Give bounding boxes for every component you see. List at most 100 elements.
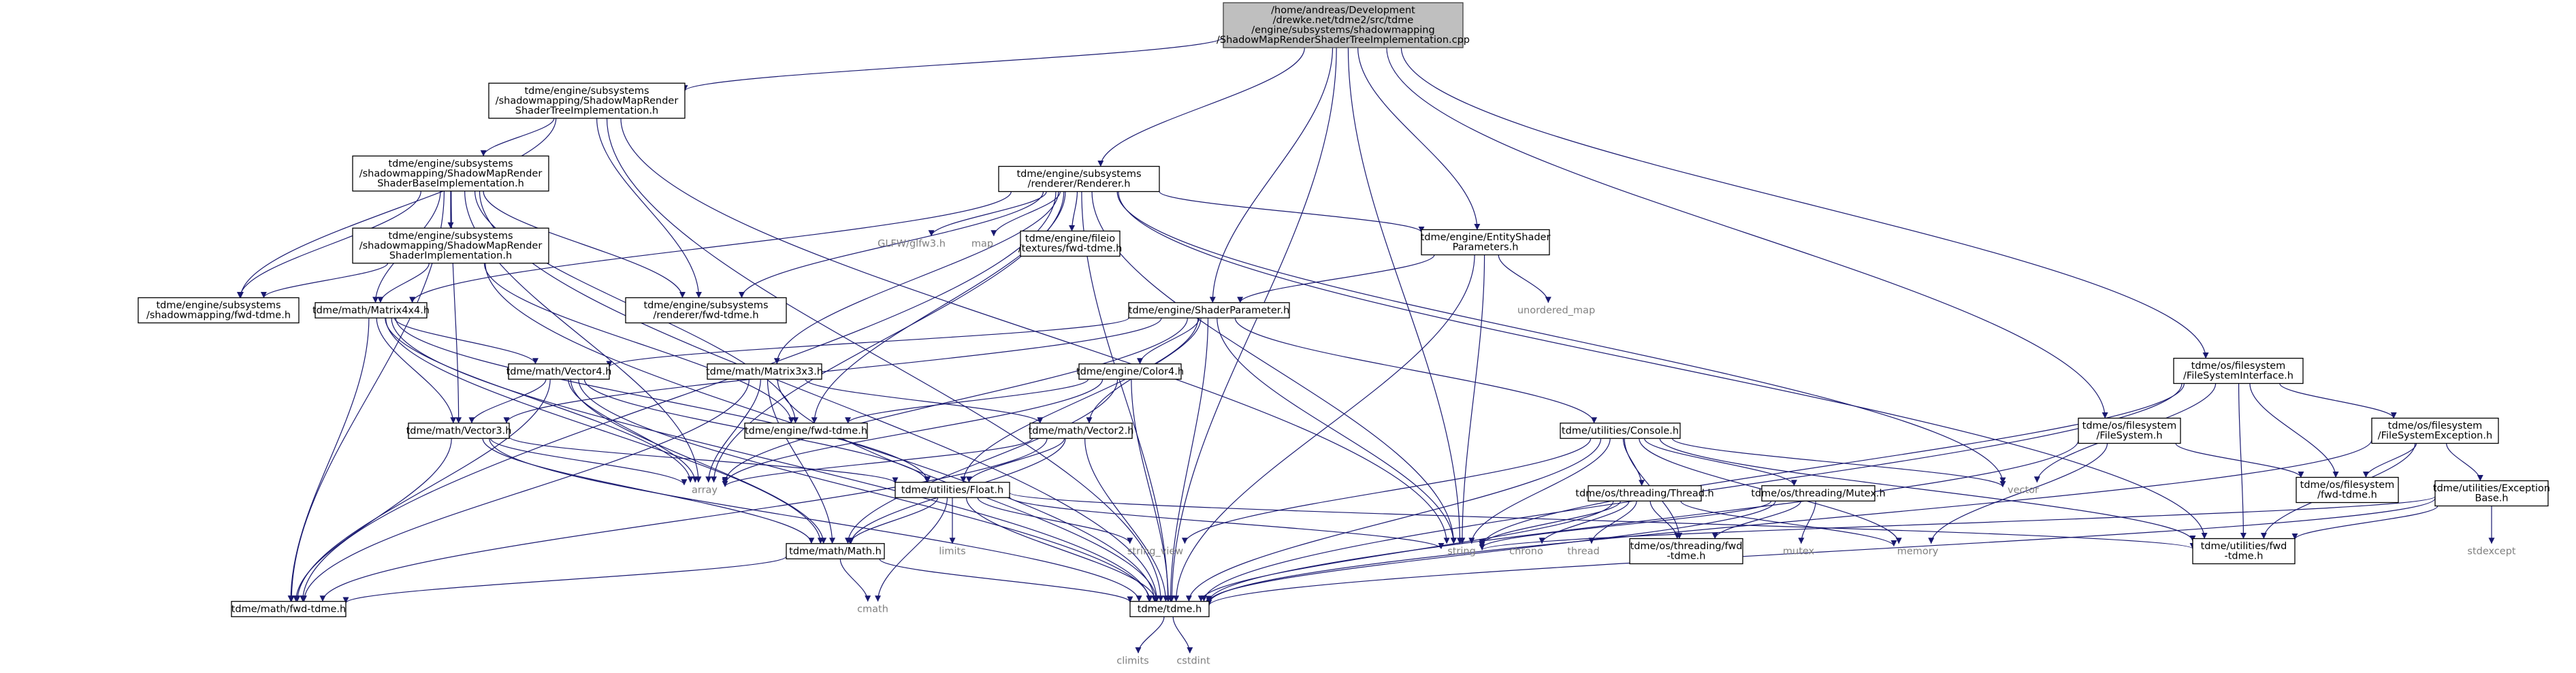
node-label-line: -tdme.h — [2225, 551, 2264, 562]
node-label-line: /engine/subsystems/shadowmapping — [1251, 25, 1434, 36]
node-label-line: /shadowmapping/ShadowMapRender — [359, 240, 543, 251]
edge-float-h-to-tdme-h — [965, 497, 1159, 602]
edge-smrsbi-h-to-renderer-fwd — [483, 191, 686, 298]
header-file-node-fs-fwd[interactable]: tdme/os/filesystem/fwd-tdme.h — [2296, 476, 2399, 504]
system-header-node-string-view: string_view — [1127, 546, 1183, 557]
header-file-node-m44-h[interactable]: tdme/math/Matrix4x4.h — [312, 302, 430, 318]
header-file-node-tdme-h[interactable]: tdme/tdme.h — [1129, 601, 1210, 617]
node-box — [1128, 302, 1290, 318]
header-file-node-v2-h[interactable]: tdme/math/Vector2.h — [1029, 423, 1134, 439]
header-file-node-fileio-fwd[interactable]: tdme/engine/fileio/textures/fwd-tdme.h — [1018, 230, 1123, 257]
edge-m44-h-to-math-fwd — [287, 318, 370, 602]
edge-m44-h-to-v4-h — [393, 318, 538, 365]
system-header-node-array: array — [692, 485, 718, 495]
header-file-node-color4-h[interactable]: tdme/engine/Color4.h — [1076, 363, 1184, 380]
edge-smrsi-h-to-sm-fwd — [260, 263, 389, 298]
header-file-node-engine-fwd[interactable]: tdme/engine/fwd-tdme.h — [744, 423, 868, 439]
edge-m44-h-to-tdme-h — [391, 318, 1153, 602]
edge-m44-h-to-float-h — [395, 318, 931, 483]
node-label-line: tdme/engine/EntityShader — [1421, 232, 1551, 243]
edge-renderer-h-to-util-fwd — [1118, 191, 2208, 539]
header-file-node-threading-fwd[interactable]: tdme/os/threading/fwd-tdme.h — [1629, 538, 1743, 565]
edge-color4-h-to-engine-fwd — [845, 378, 1089, 424]
node-label-line: tdme/engine/subsystems — [524, 86, 649, 97]
node-label-line: /fwd-tdme.h — [2317, 490, 2377, 501]
node-label-line: limits — [939, 546, 965, 557]
node-label-line: tdme/engine/subsystems — [388, 231, 513, 242]
edge-v3-h-to-tdme-h — [489, 438, 1142, 602]
node-label-line: tdme/os/filesystem — [2082, 421, 2177, 431]
node-label-line: tdme/math/Matrix4x4.h — [312, 305, 430, 316]
edge-fs-h-to-tdme-h — [1206, 440, 2079, 602]
header-file-node-fse-h[interactable]: tdme/os/filesystem/FileSystemException.h — [2371, 417, 2499, 444]
edge-smrsti-h-to-smrsbi-h — [480, 118, 555, 157]
node-label-line: tdme/utilities/Float.h — [901, 485, 1003, 495]
edge-renderer-h-to-esp-h — [1159, 191, 1425, 233]
edge-root-to-tdme-h — [1168, 47, 1337, 602]
header-file-node-smrsi-h[interactable]: tdme/engine/subsystems/shadowmapping/Sha… — [352, 227, 549, 264]
header-file-node-sm-fwd[interactable]: tdme/engine/subsystems/shadowmapping/fwd… — [138, 297, 300, 324]
edge-sp-h-to-v4-h — [606, 317, 1129, 367]
header-file-node-renderer-h[interactable]: tdme/engine/subsystems/renderer/Renderer… — [998, 165, 1160, 193]
header-file-node-v4-h[interactable]: tdme/math/Vector4.h — [506, 363, 612, 380]
node-label-line: /shadowmapping/ShadowMapRender — [359, 168, 543, 179]
root-file-node[interactable]: /home/andreas/Development/drewke.net/tdm… — [1217, 2, 1470, 48]
system-header-node-cstdint: cstdint — [1176, 655, 1210, 666]
header-file-node-sp-h[interactable]: tdme/engine/ShaderParameter.h — [1128, 302, 1290, 318]
edge-esp-h-to-string — [1459, 255, 1485, 544]
edge-tdme-h-to-climits — [1135, 617, 1165, 654]
edge-sp-h-to-console-h — [1234, 318, 1598, 424]
edge-thread-h-to-memory — [1680, 500, 1897, 547]
header-file-node-smrsti-h[interactable]: tdme/engine/subsystems/shadowmapping/Sha… — [488, 82, 686, 119]
edge-m44-h-to-math-h — [385, 318, 824, 544]
edge-mutex-h-to-mutex — [1798, 501, 1816, 544]
node-box — [408, 423, 510, 439]
edge-renderer-h-to-math-fwd — [300, 191, 1057, 602]
edge-renderer-h-to-m44-h — [409, 191, 1012, 303]
header-file-node-thread-h[interactable]: tdme/os/threading/Thread.h — [1575, 485, 1714, 502]
node-label-line: chrono — [1509, 546, 1543, 557]
header-file-node-smrsbi-h[interactable]: tdme/engine/subsystems/shadowmapping/Sha… — [352, 155, 549, 192]
header-file-node-fsi-h[interactable]: tdme/os/filesystem/FileSystemInterface.h — [2173, 357, 2304, 384]
header-file-node-fs-h[interactable]: tdme/os/filesystem/FileSystem.h — [2078, 417, 2181, 444]
edge-float-h-to-math-h — [847, 497, 939, 544]
header-file-node-renderer-fwd[interactable]: tdme/engine/subsystems/renderer/fwd-tdme… — [625, 297, 787, 324]
header-file-node-v3-h[interactable]: tdme/math/Vector3.h — [406, 423, 512, 439]
node-label-line: tdme/engine/subsystems — [388, 159, 513, 169]
edge-smrsbi-h-to-sm-fwd — [236, 191, 421, 298]
edge-exb-h-to-util-fwd — [2291, 506, 2438, 540]
header-file-node-math-h[interactable]: tdme/math/Math.h — [786, 543, 885, 559]
node-box — [1078, 363, 1182, 380]
node-label-line: ShaderBaseImplementation.h — [377, 178, 524, 189]
edge-console-h-to-string-view — [1182, 438, 1592, 544]
node-box — [895, 482, 1010, 498]
node-label-line: tdme/math/Matrix3x3.h — [706, 366, 823, 377]
system-header-node-vector: vector — [2008, 485, 2039, 495]
system-header-node-glfw: GLFW/glfw3.h — [878, 238, 946, 249]
header-file-node-util-fwd[interactable]: tdme/utilities/fwd-tdme.h — [2192, 538, 2296, 565]
system-header-node-unordered-map: unordered_map — [1517, 305, 1595, 316]
header-file-node-mutex-h[interactable]: tdme/os/threading/Mutex.h — [1751, 485, 1886, 502]
node-label-line: /renderer/Renderer.h — [1028, 179, 1131, 190]
edge-v4-h-to-v3-h — [468, 379, 547, 424]
edge-math-h-to-tdme-h — [879, 558, 1133, 603]
node-label-line: memory — [1897, 546, 1939, 557]
node-box — [707, 363, 822, 380]
node-label-line: tdme/math/Vector4.h — [506, 366, 612, 377]
node-label-line: tdme/math/Vector2.h — [1029, 425, 1134, 436]
node-label-line: cstdint — [1176, 655, 1210, 666]
edge-float-h-to-util-fwd — [1009, 492, 2195, 549]
node-box — [488, 82, 686, 119]
edge-float-h-to-string-view — [977, 497, 1133, 544]
node-box — [998, 165, 1160, 193]
node-label-line: /FileSystemInterface.h — [2183, 371, 2293, 382]
node-box — [1020, 230, 1121, 257]
header-file-node-console-h[interactable]: tdme/utilities/Console.h — [1560, 423, 1681, 439]
header-file-node-math-fwd[interactable]: tdme/math/fwd-tdme.h — [231, 601, 347, 617]
header-file-node-m33-h[interactable]: tdme/math/Matrix3x3.h — [706, 363, 823, 380]
edge-mutex-h-to-string — [1479, 500, 1772, 548]
edge-sp-h-to-tdme-h — [1167, 318, 1209, 602]
header-file-node-float-h[interactable]: tdme/utilities/Float.h — [895, 482, 1010, 498]
